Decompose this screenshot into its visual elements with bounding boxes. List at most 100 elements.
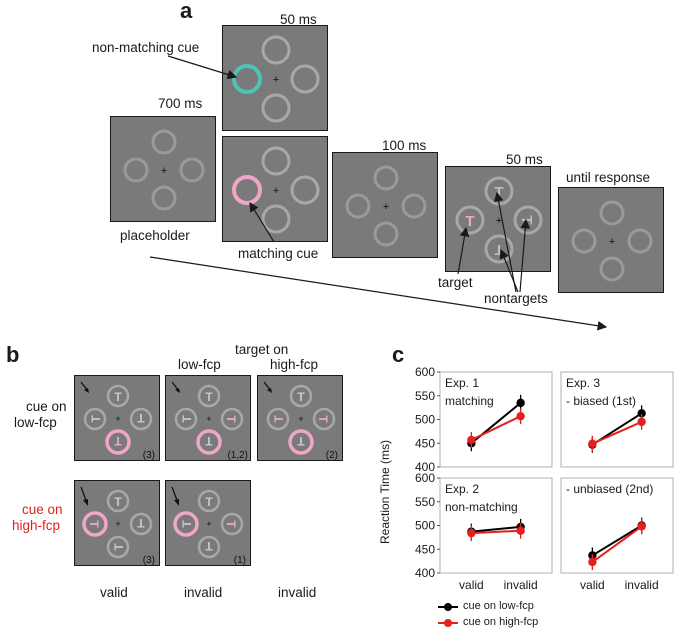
x-tick-label: invalid xyxy=(625,578,659,592)
non-matching-cue-screen: + xyxy=(222,25,328,131)
y-tick-label: 550 xyxy=(415,389,435,403)
subplot-title: Exp. 1 xyxy=(445,376,479,390)
svg-text:T: T xyxy=(297,434,305,448)
subplot-subtitle: - biased (1st) xyxy=(566,394,636,408)
b-screen-low-invalid: T T T T + (1,2) xyxy=(165,375,251,461)
svg-text:T: T xyxy=(272,415,286,423)
svg-text:(3): (3) xyxy=(143,450,155,461)
svg-text:+: + xyxy=(206,519,211,529)
non-matching-cue-label: non-matching cue xyxy=(92,40,200,55)
chart-legend: cue on low-fcp cue on high-fcp xyxy=(436,599,566,631)
svg-text:T: T xyxy=(224,415,238,423)
svg-text:T: T xyxy=(137,411,145,425)
subplot-frame xyxy=(439,477,553,574)
target-on-label: target on xyxy=(235,342,289,357)
svg-text:+: + xyxy=(115,519,120,529)
svg-text:T: T xyxy=(180,415,194,423)
subplot-frame xyxy=(560,477,674,574)
isi-screen: + xyxy=(332,152,438,258)
svg-text:T: T xyxy=(137,516,145,530)
series-line xyxy=(471,525,521,533)
svg-text:T: T xyxy=(205,539,213,553)
svg-text:T: T xyxy=(87,520,101,528)
subplot-subtitle: - unbiased (2nd) xyxy=(566,482,653,496)
series-line xyxy=(591,525,643,563)
y-tick-label: 600 xyxy=(415,365,435,379)
x-tick-label: valid xyxy=(459,578,484,592)
matching-cue-label: matching cue xyxy=(238,246,319,261)
target-letter: T xyxy=(465,213,474,230)
col-invalid-label-2: invalid xyxy=(278,585,317,600)
col-invalid-label: invalid xyxy=(184,585,223,600)
data-point xyxy=(467,528,476,538)
svg-text:T: T xyxy=(112,543,126,551)
svg-text:+: + xyxy=(298,414,303,424)
placeholder-screen: + xyxy=(110,116,216,222)
y-tick-label: 600 xyxy=(415,471,435,485)
legend-high-fcp: cue on high-fcp xyxy=(463,616,539,628)
b-screen-low-high: T T T T + (2) xyxy=(257,375,343,461)
svg-text:T: T xyxy=(114,495,122,509)
panel-a-letter: a xyxy=(180,0,193,23)
col-valid-label: valid xyxy=(100,585,128,600)
target-duration-label: 50 ms xyxy=(506,152,543,167)
svg-text:T: T xyxy=(114,390,122,404)
series-line xyxy=(591,420,643,445)
y-tick-label: 450 xyxy=(415,542,435,556)
svg-text:T: T xyxy=(297,390,305,404)
svg-text:T: T xyxy=(205,390,213,404)
svg-text:+: + xyxy=(496,215,502,227)
row1-low-fcp-label: low-fcp xyxy=(14,415,57,430)
panel-b-letter: b xyxy=(6,342,20,367)
data-point xyxy=(516,526,525,535)
y-tick-label: 400 xyxy=(415,460,435,474)
row2-cue-on-label: cue on xyxy=(22,502,63,517)
col-low-fcp-label: low-fcp xyxy=(178,357,221,372)
data-point xyxy=(637,409,646,418)
svg-text:T: T xyxy=(180,520,194,528)
y-tick-label: 450 xyxy=(415,436,435,450)
row1-cue-on-label: cue on xyxy=(26,399,67,414)
svg-text:(3): (3) xyxy=(143,555,155,566)
row2-high-fcp-label: high-fcp xyxy=(12,518,61,533)
x-tick-label: invalid xyxy=(504,578,538,592)
y-tick-label: 550 xyxy=(415,495,435,509)
subplot-title: Exp. 2 xyxy=(445,482,479,496)
target-screen: T T T T + xyxy=(445,166,551,272)
target-label: target xyxy=(438,275,473,290)
b-screen-high-valid: T T T T + (3) xyxy=(74,480,160,566)
svg-text:T: T xyxy=(89,415,103,423)
data-point xyxy=(588,439,597,448)
isi-duration-label: 100 ms xyxy=(382,138,427,153)
legend-low-fcp: cue on low-fcp xyxy=(463,600,534,612)
subplot-frame xyxy=(439,371,553,468)
svg-text:T: T xyxy=(114,434,122,448)
data-point xyxy=(637,522,646,531)
data-point xyxy=(516,398,525,408)
svg-text:+: + xyxy=(273,185,279,197)
svg-text:T: T xyxy=(224,520,238,528)
svg-text:(1): (1) xyxy=(234,555,246,566)
svg-text:+: + xyxy=(273,74,279,86)
y-tick-label: 500 xyxy=(415,519,435,533)
svg-text:+: + xyxy=(609,236,615,248)
b-screen-low-valid: T T T T + (3) xyxy=(74,375,160,461)
svg-text:+: + xyxy=(206,414,211,424)
data-point xyxy=(588,557,597,567)
nontargets-label: nontargets xyxy=(484,291,548,306)
data-point xyxy=(637,417,646,427)
svg-text:+: + xyxy=(115,414,120,424)
svg-text:(1,2): (1,2) xyxy=(227,450,248,461)
response-duration-label: until response xyxy=(566,170,651,185)
svg-text:+: + xyxy=(383,201,389,213)
data-point xyxy=(516,411,525,421)
b-screen-high-invalid: T T T T + (1) xyxy=(165,480,251,566)
cue-duration-label: 50 ms xyxy=(280,12,317,27)
subplot-subtitle: matching xyxy=(445,394,494,408)
svg-text:T: T xyxy=(205,495,213,509)
x-tick-label: valid xyxy=(580,578,605,592)
y-axis-label: Reaction Time (ms) xyxy=(378,440,392,544)
series-line xyxy=(471,529,521,535)
